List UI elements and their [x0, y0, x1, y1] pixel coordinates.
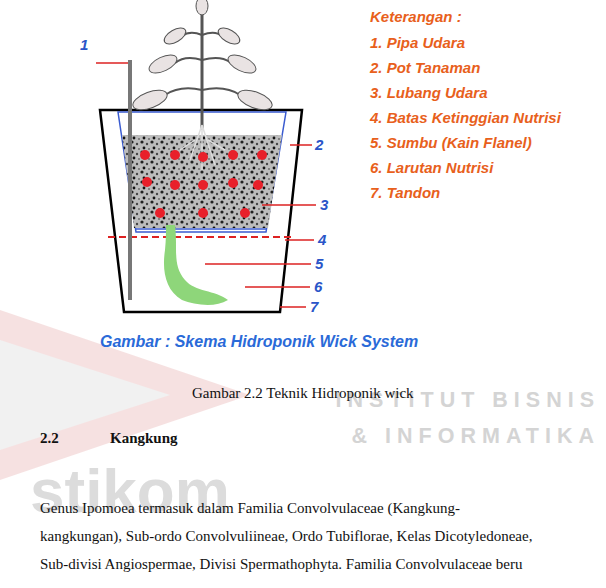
air-pipe [128, 60, 132, 300]
paragraph-line: Sub-divisi Angiospermae, Divisi Spermath… [40, 556, 522, 573]
figure-title: Gambar : Skema Hidroponik Wick System [100, 333, 418, 351]
legend-item: 3. Lubang Udara [370, 84, 488, 101]
pot-bottom [136, 228, 266, 230]
section-number: 2.2 [40, 430, 59, 447]
legend-item: 7. Tandon [370, 184, 440, 201]
leader-lines [96, 63, 316, 307]
wick [164, 225, 228, 305]
callout-number: 7 [310, 298, 318, 315]
legend-item: 6. Larutan Nutrisi [370, 159, 493, 176]
air-holes [140, 150, 267, 218]
plant-pot [118, 112, 286, 232]
paragraph-line: kangkungan), Sub-ordo Convolvuliineae, O… [40, 528, 532, 545]
legend-item: 2. Pot Tanaman [370, 59, 480, 76]
legend-item: 4. Batas Ketinggian Nutrisi [370, 109, 561, 126]
legend-heading: Keterangan : [370, 8, 462, 25]
legend-item: 1. Pipa Udara [370, 34, 465, 51]
callout-number: 4 [318, 231, 326, 248]
callout-number: 5 [315, 255, 323, 272]
section-heading: Kangkung [110, 430, 178, 447]
legend-item: 5. Sumbu (Kain Flanel) [370, 134, 532, 151]
figure-caption: Gambar 2.2 Teknik Hidroponik wick [192, 385, 414, 402]
plant [130, 0, 274, 170]
callout-number: 2 [315, 136, 323, 153]
callout-number: 3 [320, 196, 328, 213]
watermark-text: & INFORMATIKA [352, 424, 600, 449]
paragraph-line: Genus Ipomoea termasuk dalam Familia Con… [40, 500, 460, 517]
nutrient-level [108, 236, 293, 238]
callout-number: 1 [80, 36, 88, 53]
callout-number: 6 [314, 278, 322, 295]
